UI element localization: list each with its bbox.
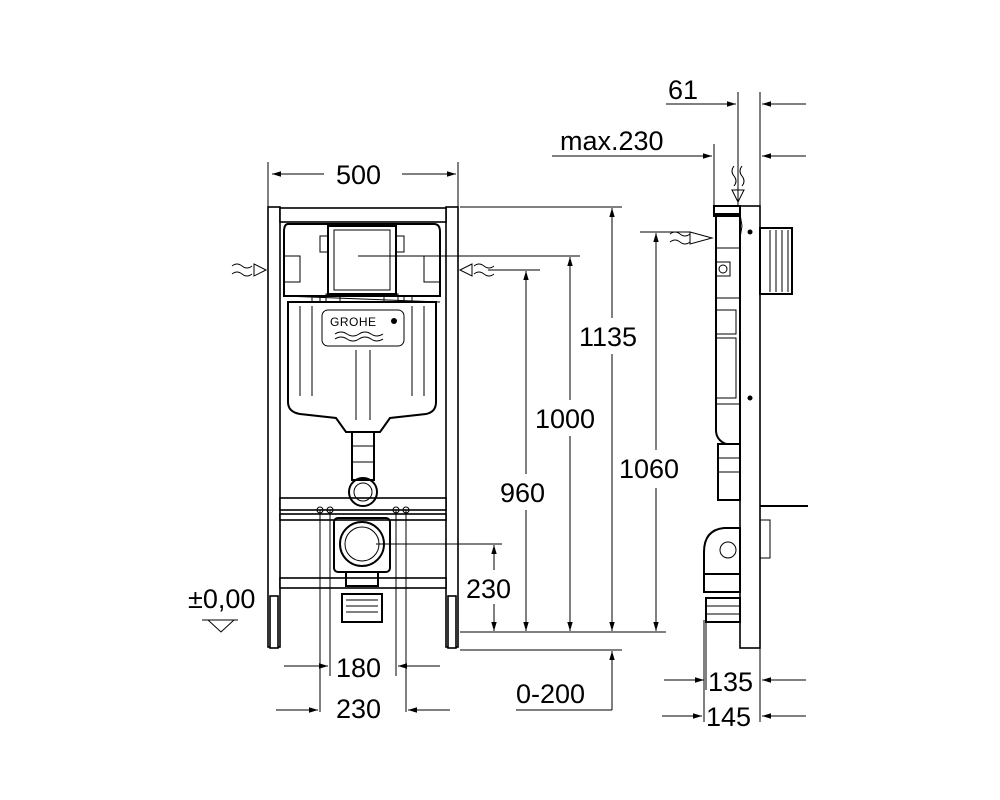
dim-side-inner: 135 (664, 667, 806, 697)
dim-side-top: 61 (666, 75, 806, 107)
dim-0-200-label: 0-200 (516, 679, 585, 709)
dim-height-inlet: 960 (500, 271, 545, 631)
frame-foot-right (447, 595, 457, 649)
dim-height-total: 1135 (579, 208, 637, 631)
dim-side-inlet-height: 1060 (619, 233, 679, 631)
frame-left-upright (267, 206, 281, 648)
floor-level-marker: ±0,00 (188, 584, 255, 633)
dim-145-label: 145 (706, 702, 751, 732)
dim-61-label: 61 (668, 75, 698, 105)
dim-side-outer: 145 (662, 702, 806, 732)
dim-230-width-label: 230 (336, 694, 381, 724)
frame-mid-rail (279, 497, 447, 511)
grohe-logo: GROHE (321, 309, 405, 347)
brand-name: GROHE (330, 315, 377, 329)
side-frame-upright (739, 205, 761, 649)
dim-180-label: 180 (336, 653, 381, 683)
frame-bottom-rail (279, 577, 447, 589)
frame-foot-left (269, 595, 279, 649)
dim-500-label: 500 (336, 160, 381, 190)
frame-right-upright (445, 206, 459, 648)
cistern (283, 223, 441, 433)
flush-plate-opening (319, 225, 405, 295)
floor-level-label: ±0,00 (188, 584, 255, 614)
dim-230-height-label: 230 (466, 574, 511, 604)
dim-1000-label: 1000 (535, 404, 595, 434)
dim-fixing-outer: 230 (276, 694, 450, 724)
frame-top-rail (279, 207, 447, 223)
flush-pipe (348, 431, 378, 507)
dim-135-label: 135 (708, 667, 753, 697)
side-view: 61 max.230 135 145 1060 (552, 75, 808, 732)
dim-fixing-inner: 180 (284, 653, 440, 683)
dim-1135-label: 1135 (579, 322, 637, 352)
front-view: GROHE (188, 160, 666, 724)
dim-height-outlet: 230 (466, 545, 511, 631)
water-inlet-left (231, 255, 301, 283)
dim-1060-label: 1060 (619, 454, 679, 484)
dim-floor-adjust: 0-200 (516, 651, 615, 711)
dim-side-max: max.230 (552, 126, 806, 159)
dim-height-flush: 1000 (535, 257, 595, 631)
dim-max230-label: max.230 (560, 126, 664, 156)
wc-outlet (333, 517, 391, 623)
dim-front-width: 500 (267, 160, 459, 208)
dim-960-label: 960 (500, 478, 545, 508)
water-inlet-right (423, 255, 495, 283)
